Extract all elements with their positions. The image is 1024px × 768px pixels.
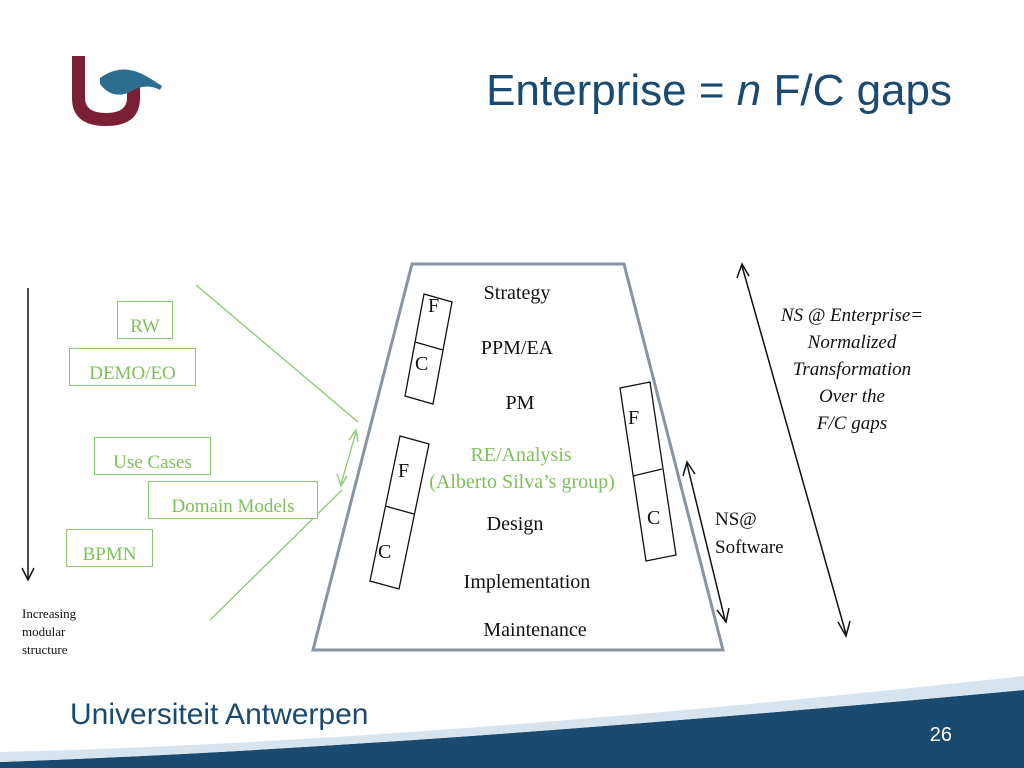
- box-bpmn: BPMN: [66, 529, 153, 567]
- ns-enterprise-line-3: Transformation: [792, 359, 912, 380]
- university-logo: [72, 56, 162, 126]
- fc-rect-right: [619, 381, 677, 562]
- fc-rect-middle: [369, 435, 430, 590]
- box-use-cases-label: Use Cases: [113, 452, 192, 473]
- ns-software-line-1: NS@: [715, 509, 757, 530]
- box-bpmn-label: BPMN: [82, 544, 137, 565]
- fc-right-c: C: [647, 507, 661, 529]
- layer-implementation: Implementation: [463, 571, 591, 593]
- title-emphasis: n: [736, 66, 762, 115]
- fc-top-c: C: [415, 353, 429, 375]
- layers-trapezoid: [311, 262, 725, 652]
- title-prefix: Enterprise =: [486, 66, 737, 115]
- modular-label-line-3: structure: [22, 642, 68, 657]
- box-demo-eo: DEMO/EO: [69, 348, 196, 386]
- fc-middle-c: C: [378, 541, 392, 563]
- fc-rect-top: [404, 293, 453, 405]
- ns-enterprise-note: NS @ Enterprise= Normalized Transformati…: [781, 302, 923, 437]
- ns-enterprise-line-5: F/C gaps: [816, 413, 888, 434]
- box-use-cases: Use Cases: [94, 437, 211, 475]
- ns-enterprise-arrow: [736, 262, 851, 638]
- modular-label-line-2: modular: [22, 624, 66, 639]
- box-domain-models-label: Domain Models: [171, 496, 295, 517]
- layer-strategy: Strategy: [483, 282, 551, 304]
- ns-enterprise-line-4: Over the: [819, 386, 885, 407]
- ns-enterprise-line-2: Normalized: [807, 332, 897, 353]
- layer-re-analysis-group: (Alberto Silva’s group): [429, 471, 615, 493]
- fc-top-f: F: [428, 295, 440, 317]
- mapping-lines: [195, 284, 359, 621]
- layer-re-analysis: RE/Analysis: [470, 444, 572, 466]
- footer-university-name: Universiteit Antwerpen: [70, 698, 369, 731]
- layer-maintenance: Maintenance: [483, 619, 587, 641]
- box-demo-eo-label: DEMO/EO: [89, 363, 176, 384]
- modular-structure-label: Increasing modular structure: [22, 605, 76, 659]
- layer-ppm-ea: PPM/EA: [480, 337, 554, 359]
- ns-software-arrow: [682, 460, 730, 624]
- box-rw: RW: [117, 301, 173, 339]
- ns-software-label: NS@ Software: [715, 506, 784, 562]
- page-number: 26: [929, 724, 952, 746]
- slide-title: Enterprise = n F/C gaps: [486, 66, 952, 116]
- footer-band: [0, 676, 1024, 768]
- modular-label-line-1: Increasing: [22, 606, 77, 621]
- layer-pm: PM: [505, 392, 535, 414]
- ns-software-line-2: Software: [715, 537, 784, 558]
- layer-design: Design: [486, 513, 544, 535]
- fc-middle-f: F: [398, 460, 410, 482]
- ns-enterprise-line-1: NS @ Enterprise=: [780, 305, 924, 326]
- modular-structure-arrow: [21, 288, 35, 582]
- box-rw-label: RW: [130, 316, 160, 337]
- title-suffix: F/C gaps: [761, 66, 952, 115]
- fc-right-f: F: [628, 407, 640, 429]
- box-domain-models: Domain Models: [148, 481, 318, 519]
